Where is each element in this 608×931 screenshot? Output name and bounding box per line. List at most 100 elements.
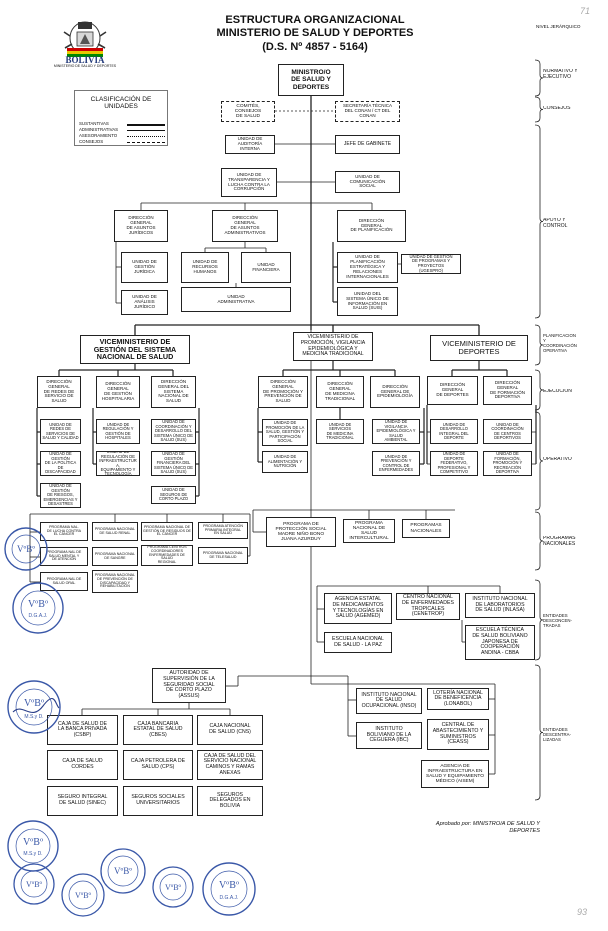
legend-line-dashed xyxy=(127,142,165,143)
level-brace xyxy=(534,411,544,511)
entity-cbes: CAJA BANCARIA ESTATAL DE SALUD (CBES) xyxy=(123,715,193,745)
unit-dg-medicina-tradicional: DIRECCIÓN GENERAL DE MEDICINA TRADICIONA… xyxy=(316,376,364,408)
program-discapacidad: PROGRAMA NACIONAL DE PREVENCIÓN DE DISCA… xyxy=(92,570,138,593)
svg-text:VºBº: VºBº xyxy=(28,599,48,610)
unit-secretaria-conan: SECRETARÍA TÉCNICA DEL CONAN / CT DEL CO… xyxy=(335,101,400,122)
page-title: ESTRUCTURA ORGANIZACIONAL MINISTERIO DE … xyxy=(200,14,430,54)
level-brace xyxy=(534,124,544,319)
unit-deporte-federativo: UNIDAD DE DEPORTE FEDERATIVO, PROFESIONA… xyxy=(430,451,478,476)
page-top-number: 71 xyxy=(580,6,591,16)
unit-dg-hospitalaria: DIRECCIÓN GENERAL DE GESTIÓN HOSPITALARI… xyxy=(96,376,140,408)
unit-dg-sistema-nacional: DIRECCIÓN GENERAL DEL SISTEMA NACIONAL D… xyxy=(151,376,196,408)
entity-lonabol: LOTERÍA NACIONAL DE BENEFICENCIA (LONABO… xyxy=(427,688,489,710)
unit-suis: UNIDAD DEL SISTEMA ÚNICO DE INFORMACIÓN … xyxy=(337,287,398,316)
vobo-stamp-signature-icon: VºBº M.S.y D. xyxy=(7,680,61,734)
crest-name: BOLIVIA xyxy=(65,55,105,65)
unit-gestion-financiera-sus: UNIDAD DE GESTIÓN FINANCIERA DEL SISTEMA… xyxy=(151,451,196,476)
level-apoyo: APOYO Y CONTROL xyxy=(543,218,568,229)
crest-subtitle: MINISTERIO DE SALUD Y DEPORTES xyxy=(53,64,117,68)
unit-dg-juridicos: DIRECCIÓN GENERAL DE ASUNTOS JURÍDICOS xyxy=(114,210,168,242)
legend-item-consejos: CONSEJOS xyxy=(79,139,104,144)
level-brace xyxy=(534,369,544,411)
svg-text:VºBº: VºBº xyxy=(75,891,92,900)
legend-line-dotted xyxy=(127,136,165,137)
program-cancer: PROGRAMA NAL. DE LUCHA CONTRA EL CÁNCER xyxy=(40,522,88,541)
level-desconcentradas: ENTIDADES DESCONCEN- TRADAS xyxy=(543,614,572,628)
vobo-stamp-right-icon: VºBº xyxy=(100,848,146,894)
legend-item-sustantivas: SUSTANTIVAS xyxy=(79,121,109,126)
entity-inso: INSTITUTO NACIONAL DE SALUD OCUPACIONAL … xyxy=(356,688,422,714)
unit-auditoria: UNIDAD DE AUDITORÍA INTERNA xyxy=(225,135,275,154)
unit-vm-deportes: VICEMINISTERIO DE DEPORTES xyxy=(430,335,528,361)
entity-assus: AUTORIDAD DE SUPERVISIÓN DE LA SEGURIDAD… xyxy=(152,668,226,703)
unit-dg-promocion: DIRECCIÓN GENERAL DE PROMOCIÓN Y PREVENC… xyxy=(258,376,308,408)
unit-gestion-juridica: UNIDAD DE GESTIÓN JURÍDICA xyxy=(121,252,168,283)
unit-dg-deportes: DIRECCIÓN GENERAL DE DEPORTES xyxy=(427,376,478,405)
unit-formacion-recreacion: UNIDAD DE FORMACIÓN, PROMOCIÓN Y RECREAC… xyxy=(483,451,532,476)
unit-dg-planificacion: DIRECCIÓN GENERAL DE PLANIFICACIÓN xyxy=(337,210,406,242)
vobo-stamp-far-icon: VºBº xyxy=(152,866,194,908)
unit-dg-epidemiologia: DIRECCIÓN GENERAL DE EPIDEMIOLOGÍA xyxy=(370,376,420,408)
program-bono-juana-azurduy: PROGRAMA DE PROTECCIÓN SOCIAL MADRE NIÑO… xyxy=(266,517,336,547)
entity-ibc: INSTITUTO BOLIVIANO DE LA CEGUERA (IBC) xyxy=(356,722,422,749)
svg-text:VºBº: VºBº xyxy=(114,866,132,876)
unit-classification-legend: CLASIFICACIÓN DE UNIDADES SUSTANTIVAS AD… xyxy=(74,90,168,146)
unit-dg-formacion-deportiva: DIRECCIÓN GENERAL DE FORMACIÓN DEPORTIVA xyxy=(483,376,532,405)
program-salud-intercultural: PROGRAMA NACIONAL DE SALUD INTERCULTURAL xyxy=(343,519,395,543)
unit-jefe-gabinete: JEFE DE GABINETE xyxy=(335,135,400,154)
program-salud-renal: PROGRAMA NACIONAL DE SALUD RENAL xyxy=(92,522,138,541)
program-telesalud: PROGRAMA NACIONAL DE TELESALUD xyxy=(198,547,248,564)
approval-note: Aprobado por: MINISTRO/A DE SALUD Y DEPO… xyxy=(435,821,540,835)
level-planificacion: PLANIFICACIÓN Y COORDINACIÓN OPERATIVA xyxy=(543,334,577,353)
unit-desarrollo-deporte: UNIDAD DE DESARROLLO INTEGRAL DEL DEPORT… xyxy=(430,419,478,444)
svg-text:D.G.A.J.: D.G.A.J. xyxy=(29,613,48,619)
level-brace xyxy=(534,96,544,123)
unit-servicios-medicina-tradicional: UNIDAD DE SERVICIOS DE MEDICINA TRADICIO… xyxy=(316,419,364,444)
svg-text:D.G.A.J.: D.G.A.J. xyxy=(220,895,239,901)
level-operativo: OPERATIVO xyxy=(543,457,572,462)
entity-sinec: SEGURO INTEGRAL DE SALUD (SINEC) xyxy=(47,786,118,816)
entity-aisem: AGENCIA DE INFRAESTRUCTURA EN SALUD Y EQ… xyxy=(421,760,489,788)
level-consejos: CONSEJOS xyxy=(543,106,571,111)
legend-line-solid-thick xyxy=(127,124,165,126)
unit-alimentacion-nutricion: UNIDAD DE ALIMENTACIÓN Y NUTRICIÓN xyxy=(262,451,308,473)
unit-planificacion-estrategica: UNIDAD DE PLANIFICACIÓN ESTRATÉGICA Y RE… xyxy=(337,252,398,283)
bolivia-crest-icon xyxy=(63,21,107,57)
unit-financiera: UNIDAD FINANCIERA xyxy=(241,252,291,283)
level-programas: PROGRAMAS NACIONALES xyxy=(543,536,576,547)
unit-dg-redes: DIRECCIÓN GENERAL DE REDES DE SERVICIO D… xyxy=(37,376,81,408)
svg-text:VºBº: VºBº xyxy=(24,698,44,709)
program-salud-oral: PROGRAMA NAL DE SALUD ORAL xyxy=(40,572,88,591)
unit-transparencia: UNIDAD DE TRANSPARENCIA Y LUCHA CONTRA L… xyxy=(221,168,277,197)
vobo-stamp-icon: VºBº xyxy=(4,527,48,571)
unit-infraestructura-tecnologia: UNIDAD DE REGULACIÓN DE INFRAESTRUCTURA,… xyxy=(96,451,140,476)
svg-text:VºBº: VºBº xyxy=(23,837,43,848)
legend-title: CLASIFICACIÓN DE UNIDADES xyxy=(90,96,152,111)
title-line-2: MINISTERIO DE SALUD Y DEPORTES xyxy=(216,27,414,40)
svg-text:M.S.y D.: M.S.y D. xyxy=(23,851,42,857)
program-salud-mental: PROGRAMA NAL DE SALUD MENTAL Y DE ATENCI… xyxy=(40,547,88,566)
unit-analisis-juridico: UNIDAD DE ANÁLISIS JURÍDICO xyxy=(121,290,168,315)
unit-ugespro: UNIDAD DE GESTIÓN DE PROGRAMAS Y PROYECT… xyxy=(401,254,461,274)
program-residuos: PROGRAMA NACIONAL DE GESTIÓN DE RESIDUOS… xyxy=(141,522,193,541)
unit-comunicacion: UNIDAD DE COMUNICACIÓN SOCIAL xyxy=(335,171,400,193)
unit-politica-discapacidad: UNIDAD DE GESTIÓN DE LA POLÍTICA DE DISC… xyxy=(40,451,81,476)
svg-text:VºBº: VºBº xyxy=(26,880,43,889)
legend-item-administrativas: ADMINISTRATIVAS xyxy=(79,127,119,132)
svg-text:VºBº: VºBº xyxy=(219,880,239,891)
unit-administrativa: UNIDAD ADMINISTRATIVA xyxy=(181,287,291,312)
level-descentralizadas: ENTIDADES DESCENTRA- LIZADAS xyxy=(543,728,571,742)
unit-dg-administrativos: DIRECCIÓN GENERAL DE ASUNTOS ADMINISTRAT… xyxy=(212,210,278,242)
vobo-stamp-center-icon: VºBº xyxy=(61,873,105,917)
entity-inlasa: INSTITUTO NACIONAL DE LABORATORIOS DE SA… xyxy=(465,593,535,618)
unit-vm-gestion: VICEMINISTERIO DE GESTIÓN DEL SISTEMA NA… xyxy=(80,335,190,364)
program-sangre: PROGRAMA NACIONAL DE SANGRE xyxy=(92,547,138,566)
legend-line-solid-thin xyxy=(127,130,165,131)
title-line-3: (D.S. Nº 4857 - 5164) xyxy=(262,40,368,53)
entity-cps: CAJA PETROLERA DE SALUD (CPS) xyxy=(123,750,193,780)
unit-vigilancia-epidemiologica: UNIDAD DE VIGILANCIA EPIDEMIOLÓGICA Y SA… xyxy=(372,419,420,444)
unit-promocion-salud: UNIDAD DE PROMOCIÓN DE LA SALUD, GESTIÓN… xyxy=(262,419,308,446)
entity-escuela-la-paz: ESCUELA NACIONAL DE SALUD - LA PAZ xyxy=(324,632,392,653)
unit-comites: COMITÉS, CONSEJOS DE SALUD xyxy=(221,101,275,122)
